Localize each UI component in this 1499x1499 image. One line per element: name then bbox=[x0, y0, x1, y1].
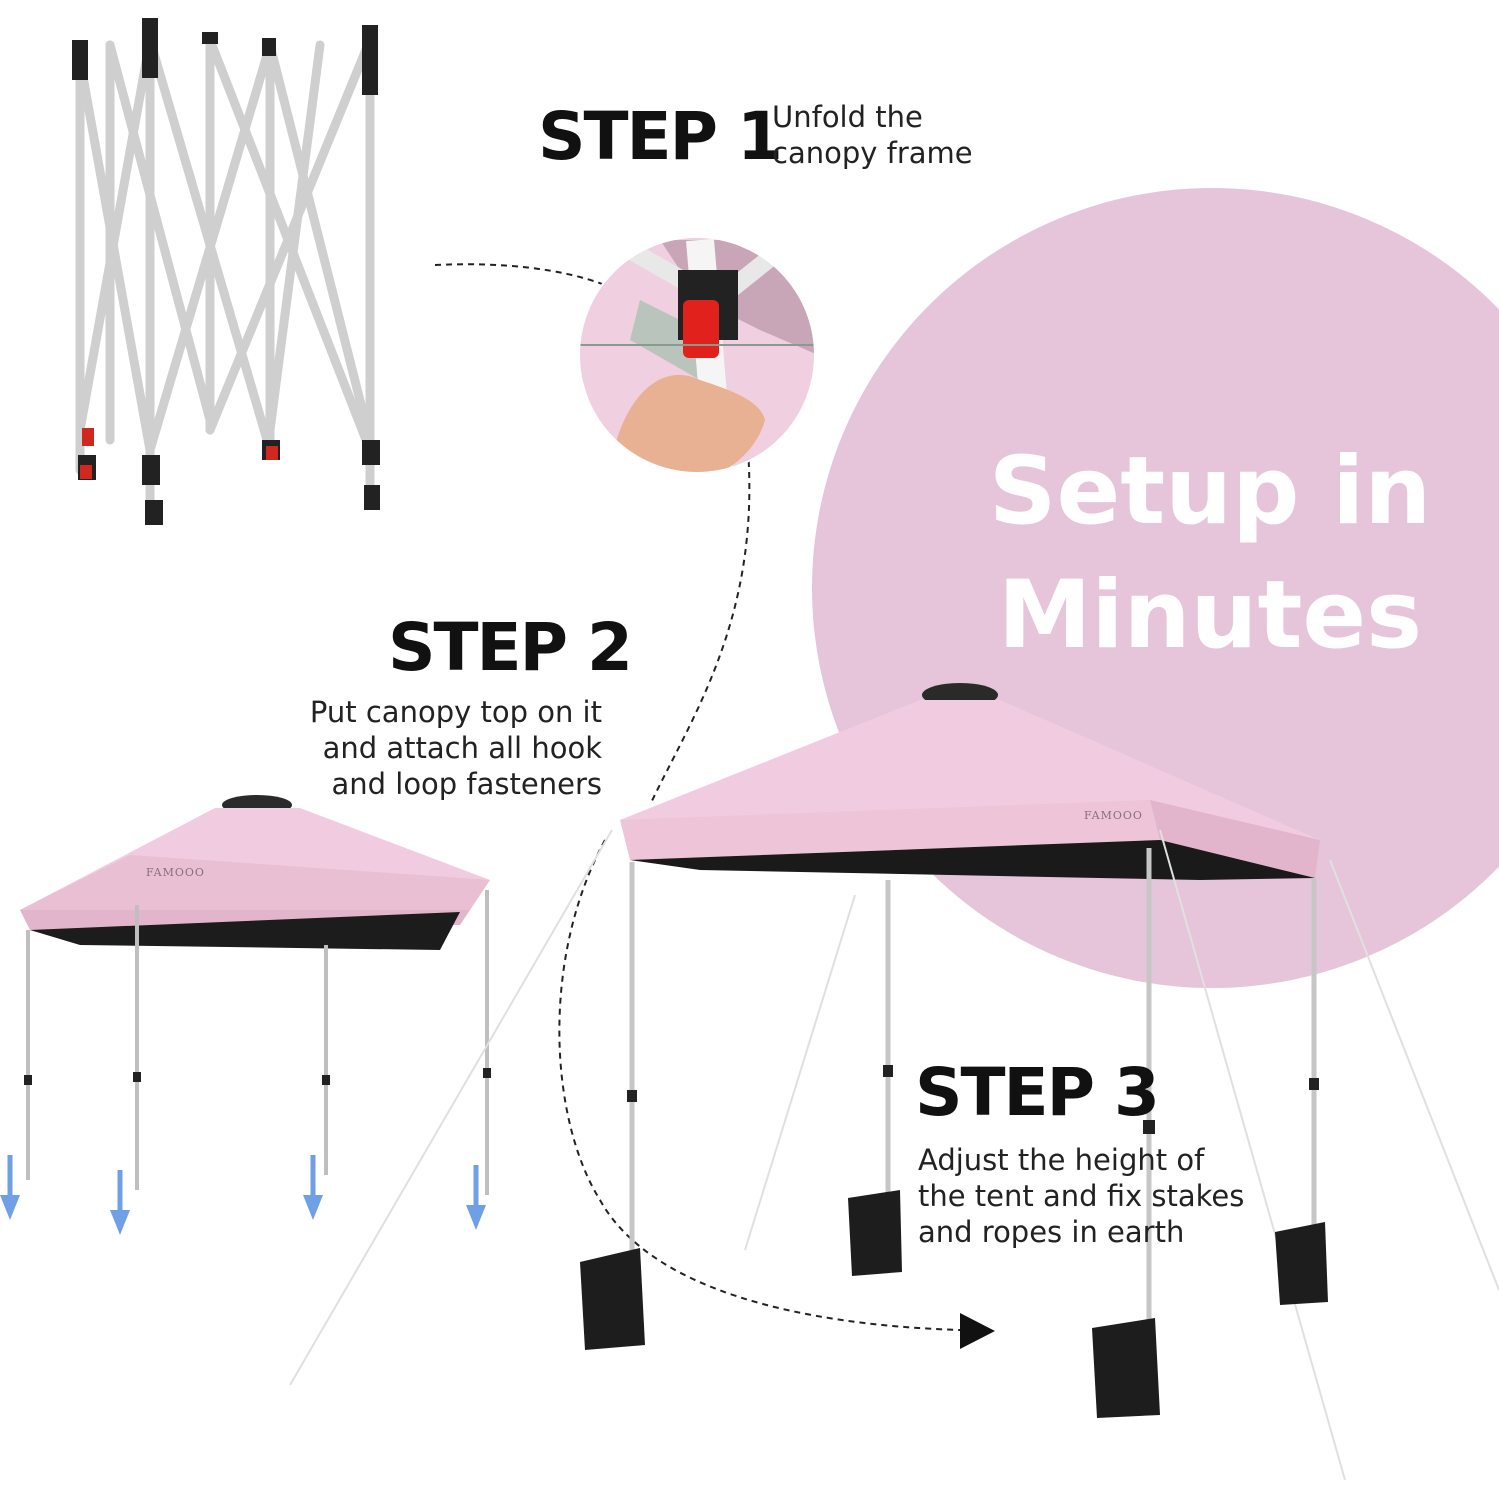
step-3-line-3: and ropes in earth bbox=[918, 1215, 1185, 1249]
frame-red-clips bbox=[80, 428, 278, 479]
step-2-description: Put canopy top on it and attach all hook… bbox=[240, 694, 602, 802]
step-3-description: Adjust the height of the tent and fix st… bbox=[918, 1142, 1244, 1250]
brand-mark-large: FAMOOO bbox=[1084, 809, 1143, 822]
hero-line-2: Minutes bbox=[997, 561, 1423, 670]
step-2-line-3: and loop fasteners bbox=[331, 767, 602, 801]
frame-joints bbox=[72, 18, 380, 525]
step-2-line-1: Put canopy top on it bbox=[309, 695, 602, 729]
connector-dashed-1 bbox=[434, 263, 606, 286]
step-3-line-1: Adjust the height of bbox=[918, 1143, 1205, 1177]
step-2-title: STEP 2 bbox=[388, 609, 633, 686]
hero-title: Setup in Minutes bbox=[960, 430, 1460, 678]
step-1-line-1: Unfold the bbox=[772, 100, 923, 134]
large-canopy bbox=[289, 683, 1499, 1481]
down-arrow-icon bbox=[0, 1155, 486, 1235]
folded-frame bbox=[75, 20, 375, 515]
sandbags bbox=[580, 1190, 1328, 1418]
step-1-title: STEP 1 bbox=[538, 98, 783, 175]
connector-dashed-3 bbox=[558, 839, 961, 1331]
connector-dashed-2 bbox=[649, 449, 751, 806]
step-3-line-2: the tent and fix stakes bbox=[918, 1179, 1245, 1213]
step-1-line-2: canopy frame bbox=[772, 136, 973, 170]
step-2-line-2: and attach all hook bbox=[322, 731, 602, 765]
arrowhead-icon bbox=[960, 1313, 995, 1349]
small-canopy bbox=[20, 795, 491, 1195]
brand-mark-small: FAMOOO bbox=[146, 866, 205, 879]
hero-line-1: Setup in bbox=[988, 437, 1432, 546]
step-1-description: Unfold the canopy frame bbox=[772, 99, 973, 171]
step-3-title: STEP 3 bbox=[915, 1054, 1160, 1131]
lock-detail-zoom bbox=[579, 237, 815, 473]
